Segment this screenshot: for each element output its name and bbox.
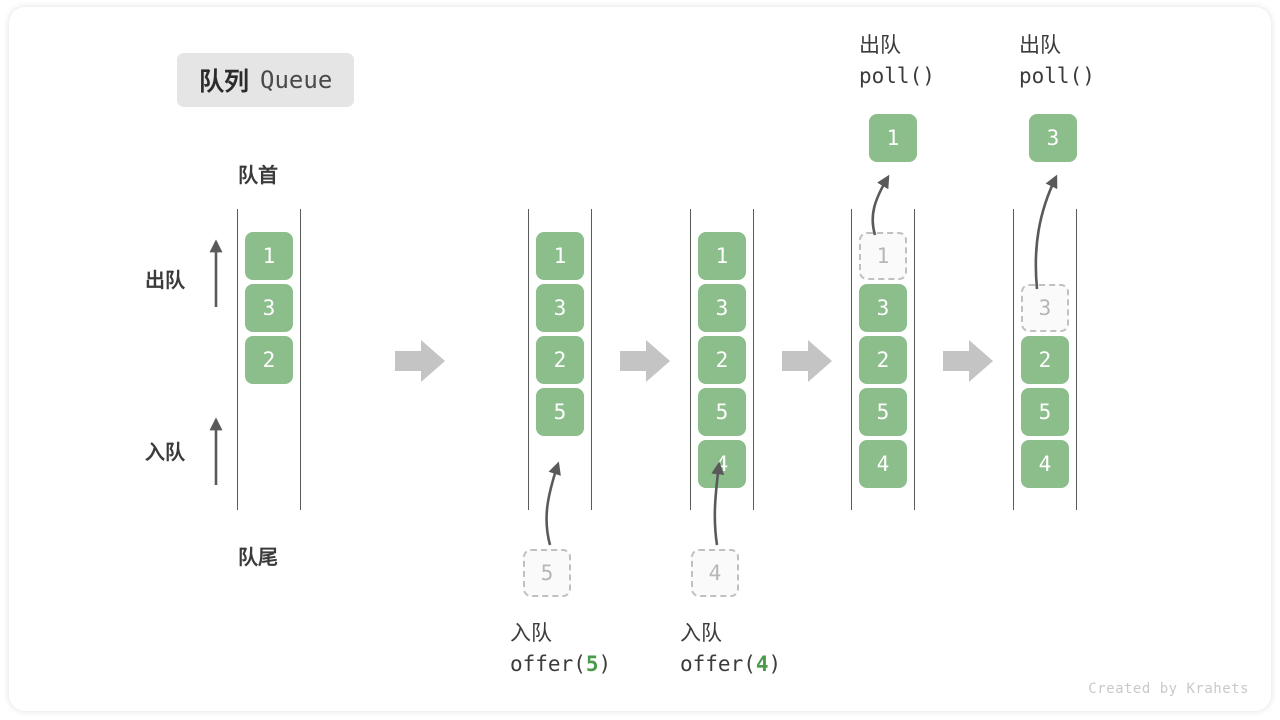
queue-column-after-offer-5: 1 3 2 5 [528, 209, 592, 510]
queue-cell: 2 [859, 336, 907, 384]
operation-code: offer(4) [680, 649, 781, 679]
queue-cell: 5 [1021, 388, 1069, 436]
operation-label-poll-2: 出队 poll() [1019, 31, 1095, 92]
rail-right [591, 209, 592, 510]
code-argument: 4 [755, 652, 769, 677]
rail-left [237, 209, 238, 510]
queue-cell: 3 [245, 284, 293, 332]
operation-cn: 入队 [510, 622, 552, 645]
queue-column-initial: 1 3 2 [237, 209, 301, 510]
popped-result-cell-3: 3 [1029, 114, 1077, 162]
rail-left [1013, 209, 1014, 510]
queue-cell: 2 [1021, 336, 1069, 384]
step-arrow [943, 340, 993, 382]
rail-left [851, 209, 852, 510]
queue-cell: 5 [698, 388, 746, 436]
title-cn: 队列 [199, 68, 250, 96]
queue-cell: 5 [859, 388, 907, 436]
queue-cell: 3 [859, 284, 907, 332]
queue-cell: 3 [698, 284, 746, 332]
operation-code: poll() [1019, 64, 1095, 89]
pending-enqueue-cell-4: 4 [691, 549, 739, 597]
queue-cell: 4 [1021, 440, 1069, 488]
queue-cell-removed: 1 [859, 232, 907, 280]
queue-cell: 1 [245, 232, 293, 280]
title-en: Queue [260, 66, 333, 94]
operation-label-poll-1: 出队 poll() [859, 31, 935, 92]
step-arrow [395, 340, 445, 382]
code-prefix: offer( [510, 652, 586, 677]
operation-label-offer-5: 入队 offer(5) [510, 619, 611, 680]
step-arrow [782, 340, 832, 382]
queue-cell: 2 [245, 336, 293, 384]
pending-enqueue-cell-5: 5 [523, 549, 571, 597]
rail-left [528, 209, 529, 510]
label-queue-tail: 队尾 [238, 547, 278, 569]
operation-cn: 入队 [680, 622, 722, 645]
rail-right [753, 209, 754, 510]
queue-cell: 2 [698, 336, 746, 384]
popped-result-cell-1: 1 [869, 114, 917, 162]
queue-cell: 4 [859, 440, 907, 488]
operation-code: offer(5) [510, 649, 611, 679]
code-prefix: offer( [680, 652, 756, 677]
rail-right [300, 209, 301, 510]
queue-cell: 3 [536, 284, 584, 332]
queue-column-after-poll-3: 3 2 5 4 [1013, 209, 1077, 510]
code-suffix: ) [598, 652, 612, 677]
step-arrow [620, 340, 670, 382]
rail-right [1076, 209, 1077, 510]
operation-cn: 出队 [859, 34, 901, 57]
queue-cell: 1 [698, 232, 746, 280]
queue-cell-removed: 3 [1021, 284, 1069, 332]
queue-column-after-poll-1: 1 3 2 5 4 [851, 209, 915, 510]
rail-right [914, 209, 915, 510]
code-argument: 5 [585, 652, 599, 677]
code-suffix: ) [768, 652, 782, 677]
diagram-card: 队列 Queue 队首 队尾 出队 入队 1 3 2 1 3 2 5 1 3 2… [9, 7, 1271, 711]
operation-code: poll() [859, 64, 935, 89]
label-dequeue-direction: 出队 [145, 270, 185, 292]
rail-left [690, 209, 691, 510]
label-queue-head: 队首 [238, 165, 278, 187]
queue-cell: 4 [698, 440, 746, 488]
operation-cn: 出队 [1019, 34, 1061, 57]
operation-label-offer-4: 入队 offer(4) [680, 619, 781, 680]
queue-cell: 2 [536, 336, 584, 384]
title-badge: 队列 Queue [177, 53, 355, 107]
queue-cell: 1 [536, 232, 584, 280]
queue-column-after-offer-4: 1 3 2 5 4 [690, 209, 754, 510]
label-enqueue-direction: 入队 [145, 442, 185, 464]
arrow-overlay [209, 174, 1058, 546]
footer-attribution: Created by Krahets [1088, 681, 1249, 697]
queue-cell: 5 [536, 388, 584, 436]
